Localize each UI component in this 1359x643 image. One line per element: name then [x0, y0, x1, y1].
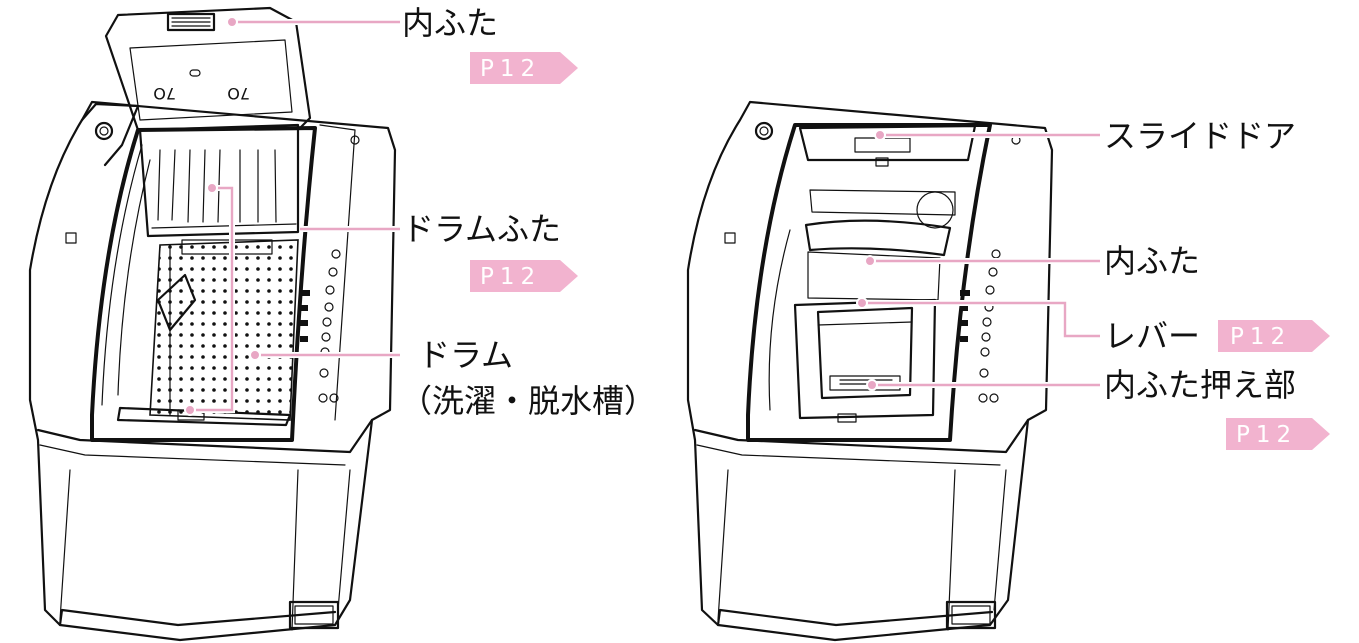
- label-drum-sub: （洗濯・脱水槽）: [400, 382, 656, 420]
- callout-inner-lid-holder: 内ふた押え部 P12: [1104, 366, 1330, 450]
- control-buttons-right: [960, 249, 1001, 403]
- page-ref-badge-inner-lid: P12: [470, 52, 578, 84]
- page-ref-inner-lid: P12: [480, 56, 541, 82]
- washer-door-closed: [686, 100, 1054, 642]
- svg-text:7O: 7O: [153, 84, 176, 103]
- label-drum-lid: ドラムふた: [402, 210, 561, 248]
- page-ref-inner-lid-holder: P12: [1236, 422, 1297, 448]
- label-drum: ドラム: [418, 336, 513, 374]
- page-ref-drum-lid: P12: [480, 264, 541, 290]
- callout-inner-lid-right: 内ふた: [1104, 242, 1200, 280]
- callout-slide-door: スライドドア: [1104, 117, 1296, 155]
- callout-drum: ドラム （洗濯・脱水槽）: [400, 336, 656, 420]
- svg-text:7O: 7O: [227, 84, 250, 103]
- label-slide-door: スライドドア: [1104, 117, 1296, 155]
- callout-lever: レバー P12: [1104, 317, 1330, 355]
- page-ref-lever: P12: [1230, 324, 1291, 350]
- label-lever: レバー: [1104, 317, 1200, 355]
- label-inner-lid-holder: 内ふた押え部: [1104, 366, 1296, 404]
- callout-drum-lid: ドラムふた: [402, 210, 561, 248]
- leader-lines: [184, 16, 1100, 416]
- label-inner-lid: 内ふた: [402, 4, 498, 42]
- callout-inner-lid-left: 内ふた: [402, 4, 498, 42]
- page-ref-badge-drum-lid: P12: [470, 260, 578, 292]
- washer-drum-open: 7O 7O: [28, 6, 397, 642]
- label-inner-lid-right: 内ふた: [1104, 242, 1200, 280]
- control-buttons: [300, 249, 341, 403]
